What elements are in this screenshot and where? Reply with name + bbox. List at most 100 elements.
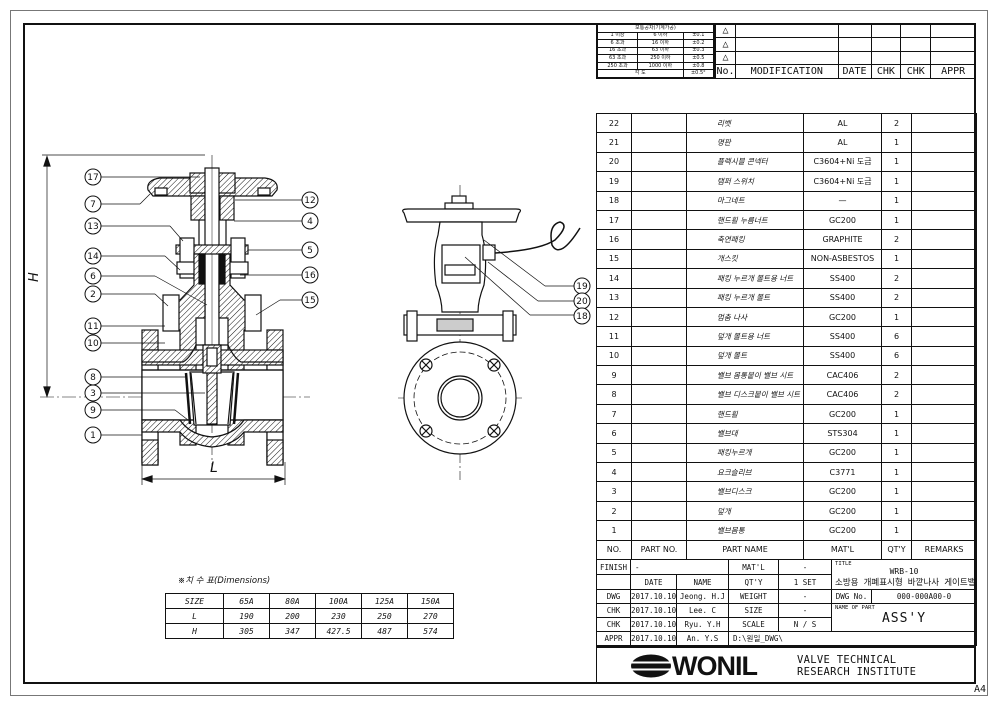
part-name-cell: 밸브대 [686,423,804,444]
balloon-10 [84,334,102,352]
part-code-cell [631,229,687,250]
balloon-label: 12 [304,196,315,206]
quantity-cell: 2 [881,365,912,386]
remarks-cell [911,462,977,483]
part-number-cell: 11 [596,326,632,347]
dim-cell: 250 [361,608,408,624]
section-view-leaders-right [234,199,302,316]
part-name-cell: 마그네트 [686,190,804,211]
material-cell: SS400 [803,345,882,367]
balloon-label: 18 [576,312,588,322]
remarks-cell [911,500,977,522]
quantity-cell: 1 [881,481,912,502]
part-code-cell [631,345,687,367]
tolerance-row: 16 초과 63 이하 ±0.3 [596,46,715,56]
dim-header: 150A [407,593,454,609]
quantity-cell: 1 [881,248,912,270]
balloon-label: 11 [87,322,98,332]
material-cell: SS400 [803,287,882,308]
material-cell: C3771 [803,462,882,483]
balloon-label: 19 [576,282,588,292]
balloon-9 [84,401,102,419]
name-header: NAME [675,574,730,590]
signoff-date: 2017.10.10 [630,603,677,618]
part-code-cell [631,442,687,464]
revision-triangle-icon: △ [715,23,736,38]
rev-chk2-header: CHK [900,64,932,79]
revision-header: No. MODIFICATION DATE CHK CHK APPR [715,64,976,79]
scale-value: N / S [778,617,833,632]
signoff-date: 2017.10.10 [630,617,677,632]
rev-modification-header: MODIFICATION [734,64,839,79]
finish-value: - [629,559,730,575]
part-code-cell [631,500,687,522]
material-cell: STS304 [803,423,882,444]
signoff-name: Lee. C [675,603,730,618]
part-name-cell: 패킹 누르개 볼트용 너트 [686,268,804,289]
dim-header: 125A [361,593,408,609]
remarks-cell [911,520,977,541]
dim-cell: 427.5 [315,623,362,639]
material-cell: GRAPHITE [803,229,882,250]
part-code-cell [631,190,687,211]
part-code-cell [631,171,687,192]
dwg-no-value: 000-000A00-0 [871,589,978,604]
revision-triangle-icon: △ [715,36,736,52]
part-name-cell: 밸브몸통 [686,520,804,541]
signoff-name: Ryu. Y.H [675,617,730,632]
balloon-label: 17 [87,173,98,183]
material-cell: AL [803,132,882,153]
balloon-15 [301,291,319,309]
part-number-cell: 19 [596,171,632,192]
quantity-cell: 1 [881,306,912,328]
part-code-cell [631,209,687,231]
part-number-cell: 1 [596,520,632,541]
dim-cell: 190 [223,608,270,624]
part-code-cell [631,132,687,153]
remarks-cell [911,481,977,502]
rev-date-header: DATE [837,64,872,79]
quantity-cell: 2 [881,268,912,289]
dim-cell: 230 [315,608,362,624]
revision-triangle-icon: △ [715,50,736,66]
balloon-label: 1 [90,431,96,441]
part-name-cell: 명판 [686,132,804,153]
dimensions-row: L 190 200 230 250 270 [165,608,454,624]
dim-cell: 347 [269,623,316,639]
file-path: D:\원일_DWG\ [728,631,978,646]
remarks-cell [911,326,977,347]
part-code-cell [631,112,687,134]
balloon-label: 9 [90,406,96,416]
balloon-label: 13 [87,222,98,232]
material-cell: GC200 [803,520,882,541]
part-code-cell [631,268,687,289]
remarks-cell [911,384,977,405]
signoff-date: 2017.10.10 [630,631,677,646]
dim-header: 65A [223,593,270,609]
tolerance-min: 250 초과 [596,61,639,71]
tolerance-min: 16 초과 [596,46,639,56]
tolerance-max: 16 이하 [637,39,684,48]
dimensions-title: ※치 수 표(Dimensions) [178,576,271,586]
part-number-cell: 13 [596,287,632,308]
part-number-cell: 12 [596,306,632,328]
balloon-label: 6 [90,272,96,282]
size-label: SIZE [728,603,780,618]
part-number-cell: 10 [596,345,632,367]
tolerance-row: 63 초과 250 이하 ±0.5 [596,54,715,63]
part-code-cell [631,481,687,502]
balloon-6 [84,267,102,285]
header-material: MAT'L [803,539,882,560]
balloon-17 [84,168,102,186]
material-cell: — [803,190,882,211]
section-view-leaders-left [101,176,208,436]
tolerance-value: ±0.3 [682,46,715,56]
